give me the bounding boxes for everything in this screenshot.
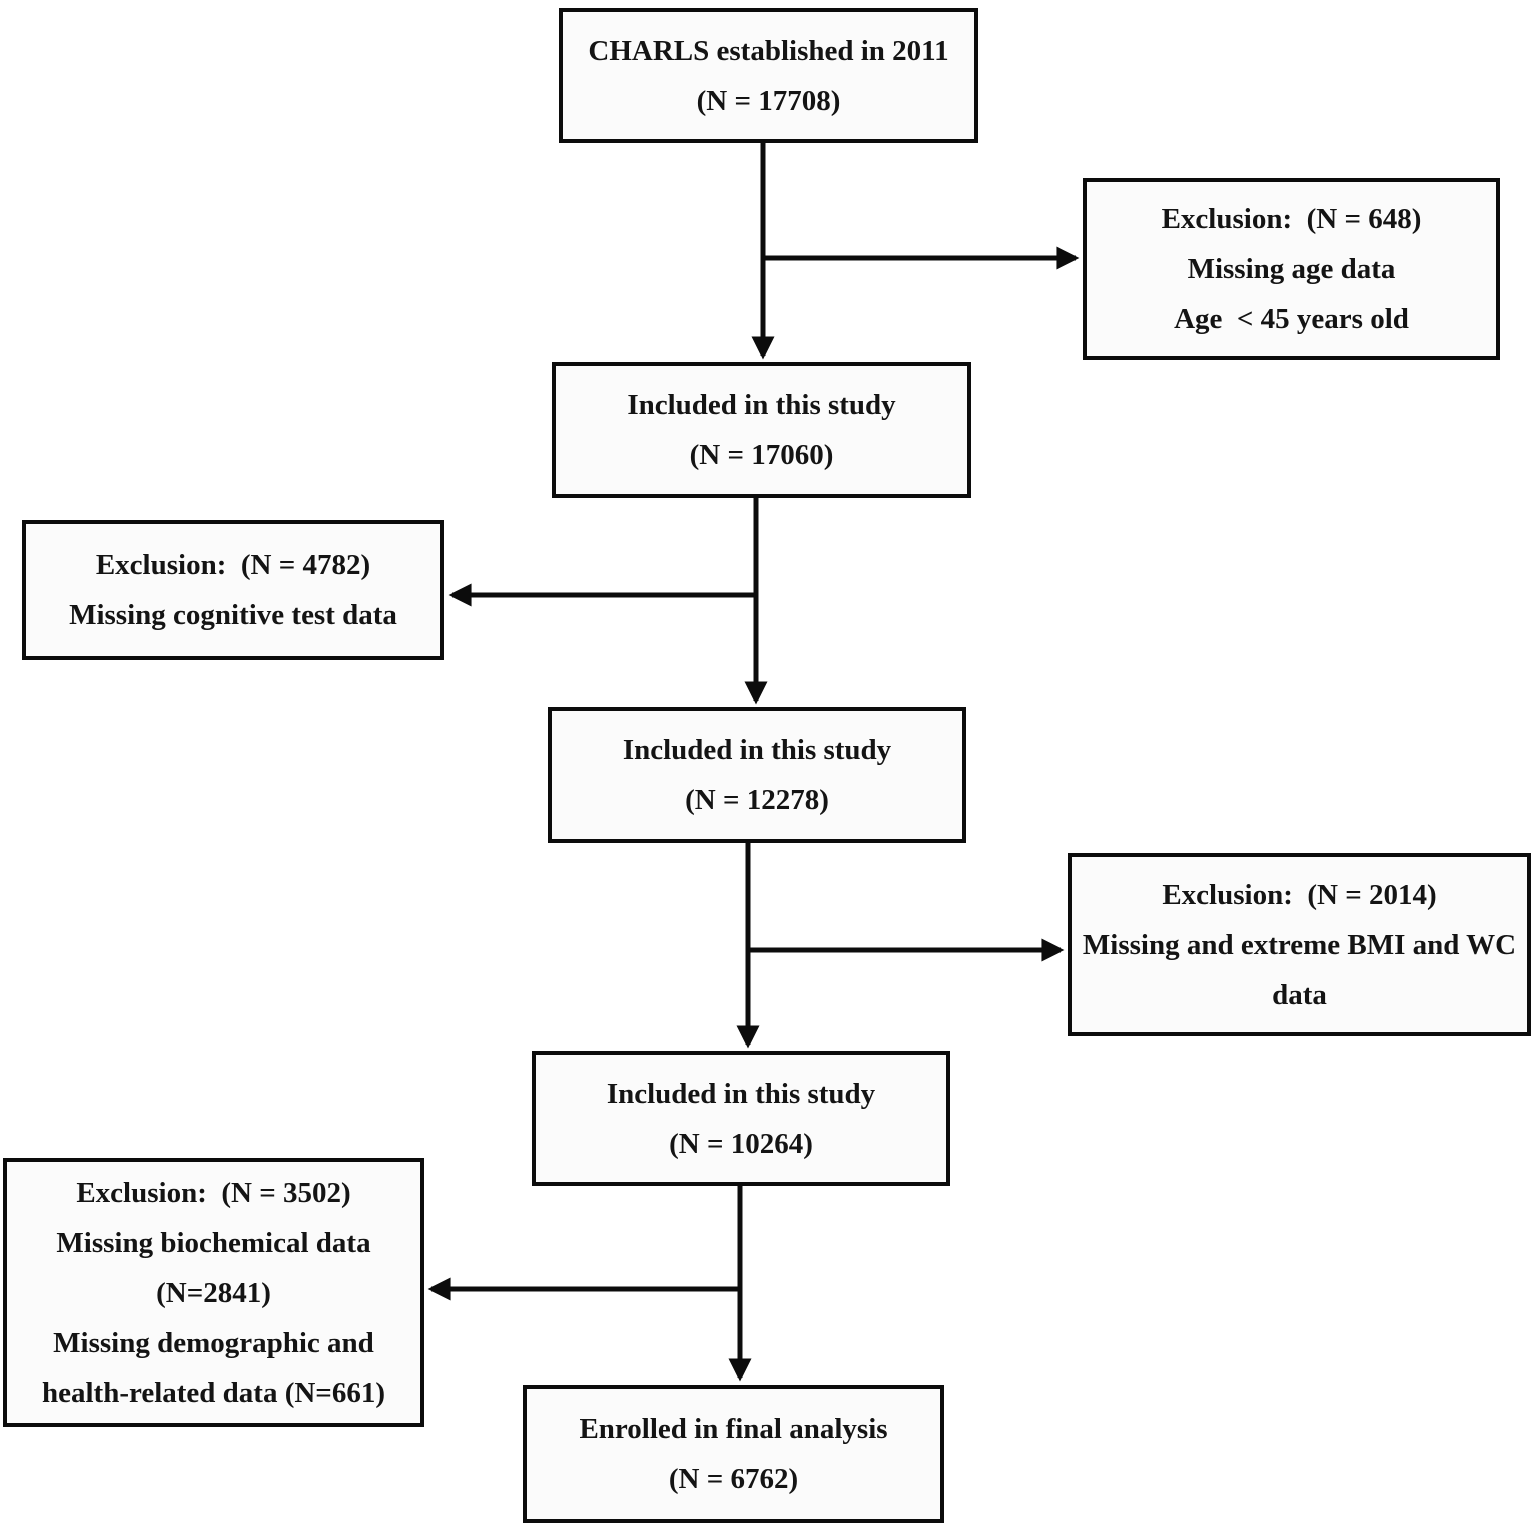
node-exclusion-cognitive-line1: Exclusion: (N = 4782) xyxy=(95,549,371,581)
node-exclusion-age: Exclusion: (N = 648) Missing age data Ag… xyxy=(1083,178,1500,360)
node-included-17060: Included in this study (N = 17060) xyxy=(552,362,971,498)
node-included-17060-line2: (N = 17060) xyxy=(689,439,834,471)
node-charls-2011: CHARLS established in 2011 (N = 17708) xyxy=(559,8,978,143)
node-included-10264-line2: (N = 10264) xyxy=(669,1127,813,1160)
node-exclusion-biochem: Exclusion: (N = 3502) Missing biochemica… xyxy=(3,1158,424,1427)
node-charls-2011-line2: (N = 17708) xyxy=(696,84,841,117)
node-charls-2011-line1: CHARLS established in 2011 xyxy=(588,34,949,67)
node-included-17060-line1: Included in this study xyxy=(627,389,896,421)
node-included-12278: Included in this study (N = 12278) xyxy=(548,707,966,843)
node-exclusion-biochem-line1: Exclusion: (N = 3502) xyxy=(76,1176,351,1209)
node-exclusion-biochem-line2: Missing biochemical data xyxy=(56,1226,371,1259)
node-included-12278-line1: Included in this study xyxy=(622,734,892,766)
node-exclusion-biochem-line3: (N=2841) xyxy=(156,1276,271,1309)
node-included-12278-line2: (N = 12278) xyxy=(685,784,829,816)
node-exclusion-bmi-wc-line3: data xyxy=(1272,978,1327,1011)
node-exclusion-bmi-wc: Exclusion: (N = 2014) Missing and extrem… xyxy=(1068,853,1531,1036)
node-exclusion-biochem-line5: health-related data (N=661) xyxy=(41,1376,385,1409)
node-exclusion-cognitive-line2: Missing cognitive test data xyxy=(69,599,397,631)
node-exclusion-biochem-line4: Missing demographic and xyxy=(53,1326,374,1359)
node-final-analysis: Enrolled in final analysis (N = 6762) xyxy=(523,1385,944,1523)
node-exclusion-bmi-wc-line1: Exclusion: (N = 2014) xyxy=(1162,878,1437,911)
node-exclusion-age-line3: Age < 45 years old xyxy=(1174,303,1409,335)
node-exclusion-bmi-wc-line2: Missing and extreme BMI and WC xyxy=(1082,928,1517,961)
node-included-10264: Included in this study (N = 10264) xyxy=(532,1051,950,1186)
node-exclusion-age-line1: Exclusion: (N = 648) xyxy=(1161,203,1422,235)
node-exclusion-age-line2: Missing age data xyxy=(1187,253,1396,285)
node-included-10264-line1: Included in this study xyxy=(606,1077,876,1110)
node-exclusion-cognitive: Exclusion: (N = 4782) Missing cognitive … xyxy=(22,520,444,660)
node-final-analysis-line2: (N = 6762) xyxy=(668,1463,799,1495)
node-final-analysis-line1: Enrolled in final analysis xyxy=(579,1413,888,1445)
